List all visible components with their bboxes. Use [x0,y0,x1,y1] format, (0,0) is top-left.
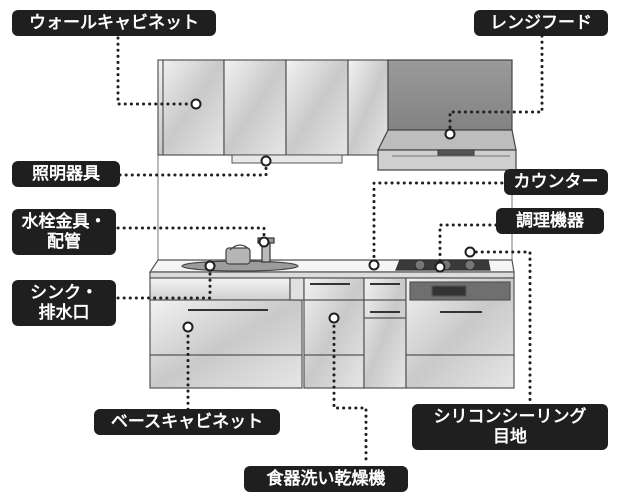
label-wall-cabinet: ウォールキャビネット [12,10,216,36]
label-faucet-line1: 水栓金具・ [21,212,107,232]
label-cooking: 調理機器 [496,208,604,234]
label-faucet-line2: 配管 [47,232,81,252]
label-base-cabinet: ベースキャビネット [94,409,280,435]
label-sink-line1: シンク・ [30,283,98,303]
label-sealing-line1: シリコンシーリング [433,407,587,427]
label-sealing: シリコンシーリング 目地 [412,404,608,450]
target-dots [182,98,476,333]
label-faucet: 水栓金具・ 配管 [12,209,116,255]
label-range-hood: レンジフード [474,10,608,36]
label-counter: カウンター [504,169,608,195]
sink [181,244,299,272]
wall-outline [157,155,513,262]
label-sink: シンク・ 排水口 [12,280,116,326]
range-hood [377,59,517,171]
cabinet-handles [188,283,482,313]
label-sink-line2: 排水口 [38,303,90,323]
label-sealing-line2: 目地 [493,427,527,447]
label-dishwasher: 食器洗い乾燥機 [244,466,408,492]
under-cabinet-light [231,154,343,164]
wall-cabinet [157,59,389,156]
leader-lines [116,34,544,462]
label-lighting: 照明器具 [12,161,120,187]
base-cabinet [149,277,515,389]
